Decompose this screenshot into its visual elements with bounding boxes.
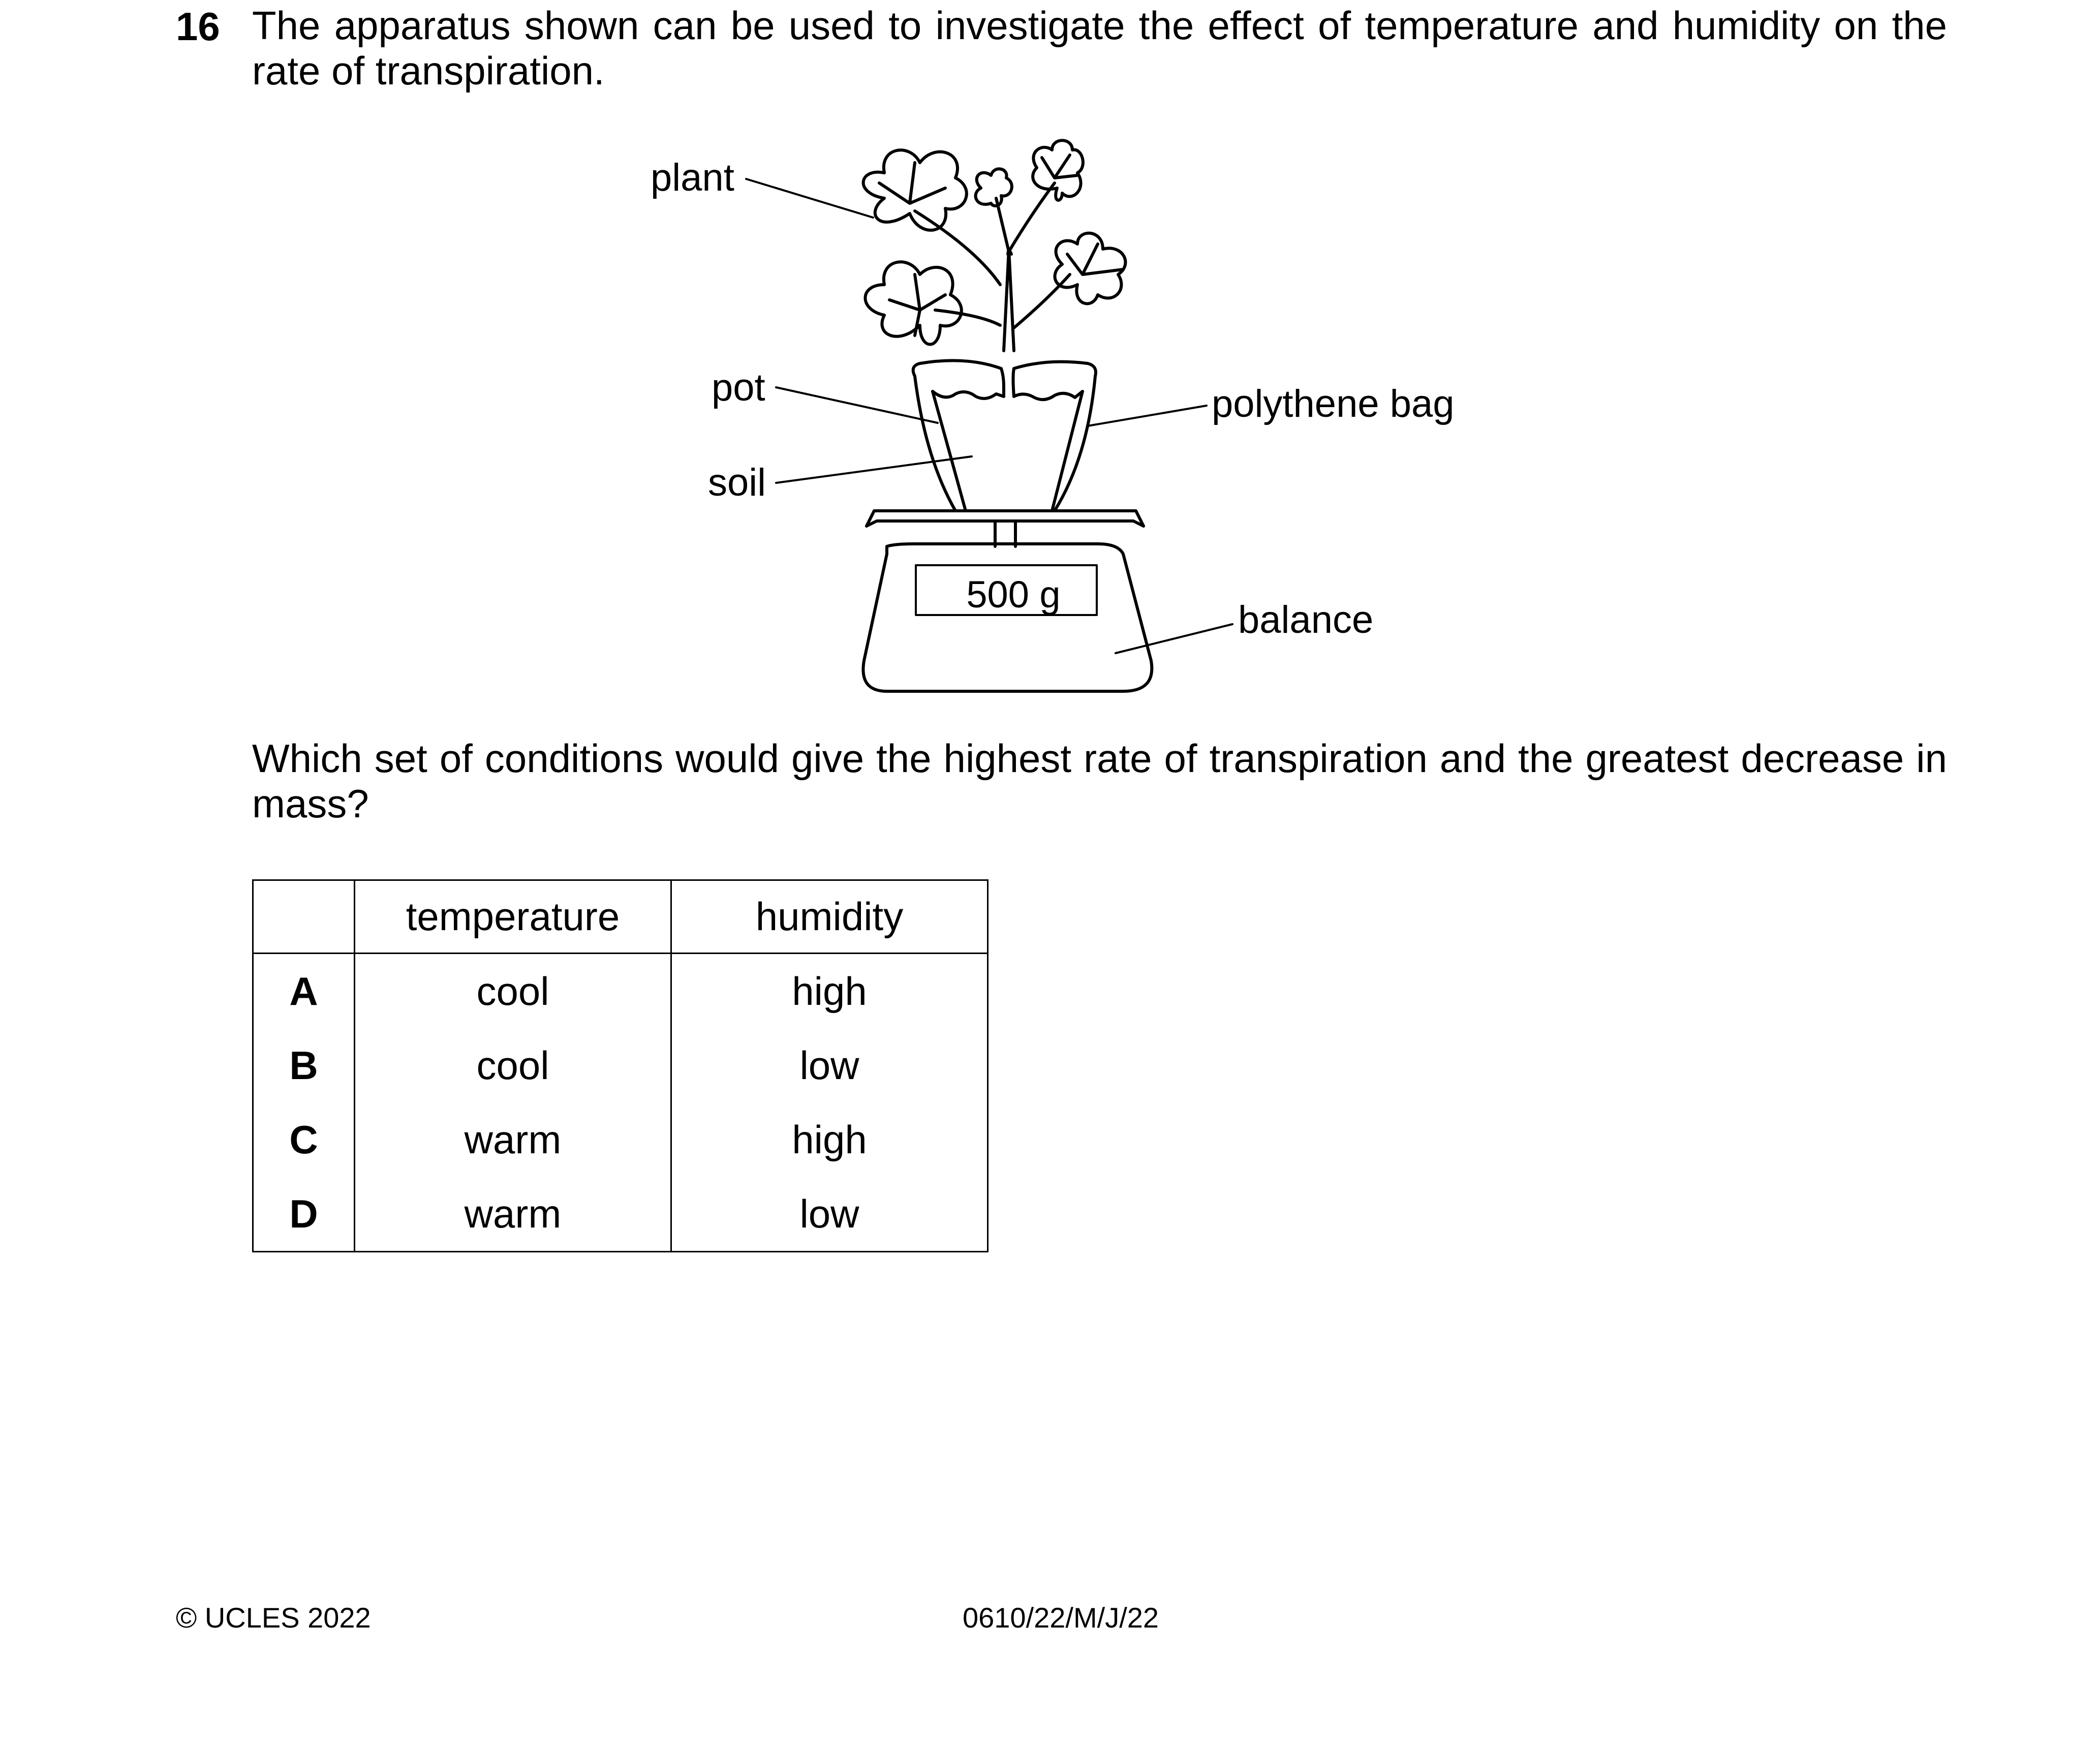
table-header-temperature: temperature: [354, 879, 672, 954]
leader-pot: [775, 386, 939, 424]
leaf-top-right: [1031, 139, 1085, 202]
stem-left-lower: [934, 309, 1002, 327]
label-plant: plant: [651, 156, 734, 199]
table-row: D warm low: [252, 1177, 989, 1252]
balance-pan: [865, 509, 1145, 528]
question-intro: The apparatus shown can be used to inves…: [252, 3, 1947, 93]
option-temperature: warm: [354, 1102, 672, 1177]
option-humidity: high: [670, 1102, 989, 1177]
option-key: C: [252, 1102, 355, 1177]
label-soil: soil: [708, 461, 766, 504]
option-temperature: cool: [354, 1028, 672, 1102]
apparatus-figure: plant pot soil polythene bag balance 500…: [0, 0, 2100, 722]
balance-stem: [994, 519, 1017, 548]
label-balance: balance: [1238, 598, 1374, 641]
option-humidity: low: [670, 1028, 989, 1102]
leader-balance: [1115, 623, 1233, 654]
option-key: D: [252, 1177, 355, 1252]
balance-reading: 500 g: [966, 573, 1061, 616]
stem-top-right: [1007, 181, 1056, 253]
label-pot: pot: [712, 366, 765, 409]
leader-soil: [775, 455, 973, 484]
footer-copyright: © UCLES 2022: [176, 1602, 371, 1634]
leader-polythene-bag: [1087, 405, 1208, 427]
table-row: A cool high: [252, 953, 989, 1028]
table-row: C warm high: [252, 1102, 989, 1177]
pot-outline: [931, 390, 1084, 512]
leaf-left: [863, 260, 963, 346]
leaf-top-small: [974, 167, 1013, 207]
table-header-row: temperature humidity: [252, 879, 989, 954]
footer-paper-code: 0610/22/M/J/22: [963, 1602, 1159, 1634]
table-row: B cool low: [252, 1028, 989, 1102]
apparatus-drawing: [745, 139, 1233, 693]
polythene-bag-left: [911, 359, 1005, 512]
main-stem: [1002, 248, 1015, 352]
soil-surface-right: [1012, 390, 1084, 402]
leaf-upper-left: [861, 148, 968, 232]
polythene-bag-right: [1011, 360, 1097, 512]
option-key: B: [252, 1028, 355, 1102]
option-humidity: low: [670, 1177, 989, 1252]
balance-display: [915, 564, 1098, 616]
option-key: A: [252, 953, 355, 1028]
soil-surface-left: [931, 390, 1005, 400]
table-header-empty: [252, 879, 355, 954]
stem-top-small: [995, 197, 1010, 253]
option-humidity: high: [670, 953, 989, 1028]
balance-body: [861, 542, 1154, 693]
table-header-humidity: humidity: [670, 879, 989, 954]
stem-left-upper: [913, 209, 1002, 286]
label-polythene-bag: polythene bag: [1212, 382, 1455, 425]
option-temperature: cool: [354, 953, 672, 1028]
leader-plant: [745, 178, 874, 219]
question-prompt: Which set of conditions would give the h…: [252, 736, 1947, 826]
options-table: temperature humidity A cool high B cool …: [252, 879, 989, 1252]
option-temperature: warm: [354, 1177, 672, 1252]
leaf-right: [1053, 231, 1127, 305]
stem-right: [1012, 273, 1071, 329]
question-number: 16: [176, 4, 220, 49]
